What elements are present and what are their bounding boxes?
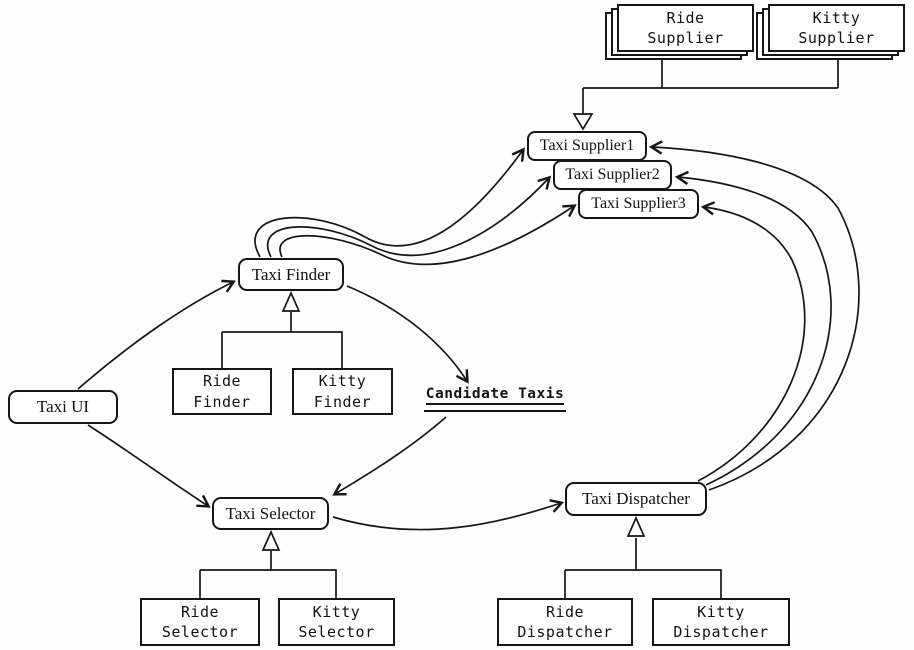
edge-taxi-dispatcher-to-taxi-supplier3 [697,201,806,482]
node-ride-selector: Ride Selector [140,598,260,646]
edge-dispatchers-to-taxi-dispatcher [564,538,722,598]
node-kitty-supplier-stack: Kitty Supplier [756,4,905,64]
generalization-triangle-finder-icon [281,290,301,312]
edge-taxi-finder-to-candidate-taxis [346,285,469,384]
generalization-triangle-dispatcher-icon [626,515,646,537]
edge-taxi-selector-to-taxi-dispatcher [332,499,565,531]
edge-taxi-ui-to-taxi-finder [77,279,236,390]
edge-taxi-finder-to-taxi-supplier3 [279,204,577,266]
node-ride-finder: Ride Finder [172,368,272,415]
node-ride-supplier: Ride Supplier [617,4,754,52]
association-arrows [77,140,860,531]
node-taxi-supplier3: Taxi Supplier3 [578,189,699,219]
node-taxi-finder: Taxi Finder [238,258,344,291]
node-kitty-selector: Kitty Selector [278,598,395,646]
node-ride-supplier-stack: Ride Supplier [605,4,754,64]
node-kitty-finder: Kitty Finder [292,368,393,415]
edge-taxi-ui-to-taxi-selector [87,424,211,508]
generalization-triangle-selector-icon [261,529,281,551]
edge-taxi-finder-to-taxi-supplier2 [267,175,552,258]
node-ride-dispatcher: Ride Dispatcher [497,598,633,646]
generalization-connectors [199,60,839,598]
edge-finders-to-taxi-finder [221,312,343,368]
node-candidate-taxis: Candidate Taxis [424,385,566,412]
node-taxi-dispatcher: Taxi Dispatcher [565,482,707,516]
edge-taxi-finder-to-taxi-supplier1 [254,147,525,258]
generalization-triangle-supplier-icon [572,113,594,131]
node-taxi-selector: Taxi Selector [212,497,329,530]
edge-candidate-taxis-to-taxi-selector [332,416,447,496]
node-kitty-supplier: Kitty Supplier [768,4,905,52]
edge-selectors-to-taxi-selector [199,551,337,598]
node-taxi-supplier2: Taxi Supplier2 [553,160,672,190]
edge-taxi-dispatcher-to-taxi-supplier1 [648,140,860,491]
node-kitty-dispatcher: Kitty Dispatcher [652,598,790,646]
node-taxi-supplier1: Taxi Supplier1 [527,131,647,161]
node-taxi-ui: Taxi UI [8,390,118,424]
edge-suppliers-to-taxi-supplier [582,60,839,114]
candidate-taxis-label: Candidate Taxis [425,386,565,405]
edge-taxi-dispatcher-to-taxi-supplier2 [674,170,832,486]
